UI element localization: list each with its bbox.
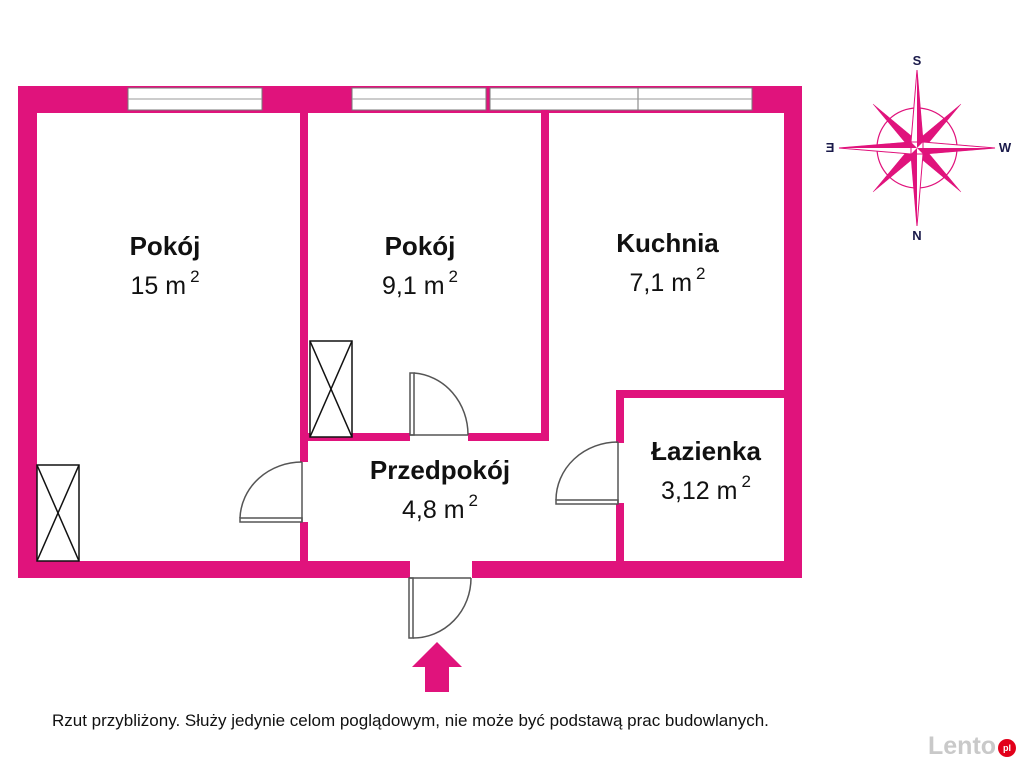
disclaimer-text: Rzut przybliżony. Służy jedynie celom po… xyxy=(52,711,769,730)
room-name: Kuchnia xyxy=(616,228,719,258)
compass-label-top: S xyxy=(912,53,922,68)
brand-logo-text: Lento xyxy=(928,732,997,760)
wall-room1-room2 xyxy=(300,110,308,462)
room-name: Pokój xyxy=(384,231,456,261)
wall-bottom-right xyxy=(472,561,802,578)
wall-bath-upper xyxy=(616,390,624,443)
door-bathroom xyxy=(555,441,619,505)
watermark: nieruchomości xyxy=(488,66,643,91)
door-room2 xyxy=(409,372,469,436)
wall-left xyxy=(18,86,37,578)
compass-label-right: W xyxy=(998,140,1012,155)
wall-kitchen-bath xyxy=(616,390,788,398)
room-name: Przedpokój xyxy=(369,455,511,485)
wall-room1-hall xyxy=(300,522,308,564)
compass-label-left: E xyxy=(825,140,835,155)
wardrobe-room2 xyxy=(309,340,353,438)
wall-bath-lower xyxy=(616,503,624,563)
interior-walls xyxy=(300,110,788,564)
wardrobes xyxy=(36,340,353,562)
compass-label-bottom: N xyxy=(912,228,922,243)
wardrobe-room1 xyxy=(36,464,80,562)
room-name: Łazienka xyxy=(651,436,761,466)
wall-room2-hall-right xyxy=(468,433,549,441)
brand-badge: pl xyxy=(998,739,1016,757)
wall-right xyxy=(784,86,802,578)
door-room1 xyxy=(239,461,303,523)
room-name: Pokój xyxy=(129,231,201,261)
door-entrance xyxy=(408,577,472,639)
wall-room2-kitchen xyxy=(541,110,549,440)
doors xyxy=(239,372,619,639)
compass-rose-icon xyxy=(838,69,996,227)
wall-bottom-left xyxy=(18,561,410,578)
wall-room2-hall-left xyxy=(300,433,410,441)
entrance-arrow-icon xyxy=(412,642,462,692)
